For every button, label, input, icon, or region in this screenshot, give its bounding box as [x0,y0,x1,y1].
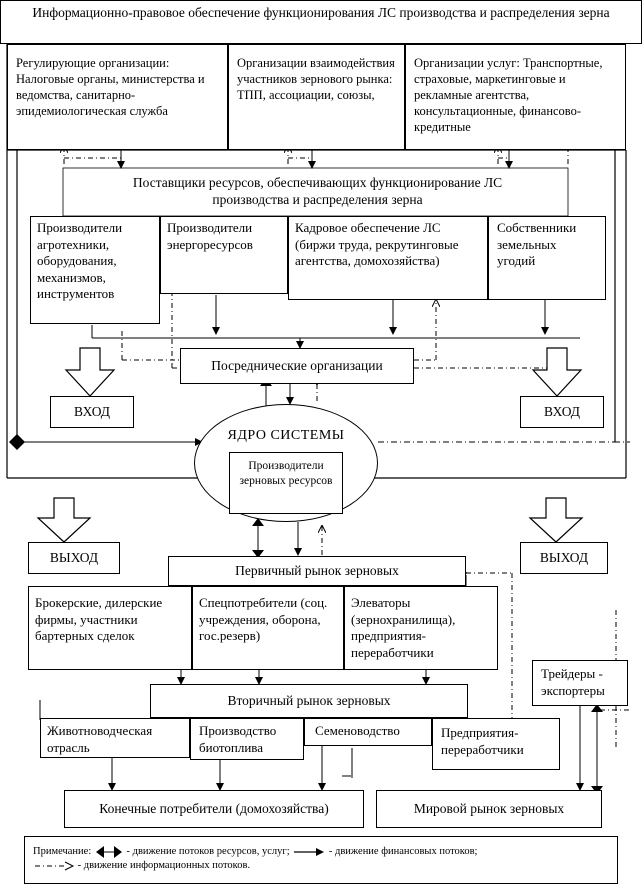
legend-note: Примечание: - движение потоков ресурсов,… [24,836,618,884]
legend-info: - движение информационных потоков. [77,860,251,871]
intermediaries-box: Посреднические организации [180,348,414,384]
finance-flow-icon [294,847,325,856]
output-arrow-right [528,497,584,543]
secondary-market-box: Вторичный рынок зерновых [150,684,468,718]
primary-brokers: Брокерские, дилерские фирмы, участники б… [28,586,192,670]
interaction-orgs-box: Организации взаимодействия участников зе… [228,44,405,150]
input-arrow-right [531,347,583,397]
legend-finance: - движение финансовых потоков; [328,846,478,857]
output-left-box: ВЫХОД [28,542,120,574]
output-arrow-left [36,497,92,543]
secondary-biofuel: Производство биотоплива [190,718,304,760]
input-right-box: ВХОД [520,396,604,428]
primary-market-box: Первичный рынок зерновых [168,556,466,586]
primary-elevators: Элеваторы (зернохранилища), предприятия-… [344,586,498,670]
supplier-agritech: Производители агротехники, оборудования,… [30,216,160,324]
supplier-energy: Производители энергоресурсов [160,216,288,294]
final-consumers-box: Конечные потребители (домохозяйства) [64,790,364,828]
title-box: Информационно-правовое обеспечение функц… [0,0,642,44]
service-orgs-box: Организации услуг: Транспортные, страхов… [405,44,626,150]
secondary-processors: Предприятия-переработчики [432,718,560,770]
primary-special-consumers: Спецпотребители (соц. учреждения, оборон… [192,586,344,670]
traders-exporters-box: Трейдеры - экспортеры [532,660,628,706]
suppliers-title: Поставщики ресурсов, обеспечивающих функ… [132,175,503,207]
secondary-seeds: Семеноводство [304,718,432,746]
secondary-livestock: Животноводческая отрасль [40,718,190,758]
input-arrow-left [64,347,116,397]
core-title: ЯДРО СИСТЕМЫ [227,428,345,443]
supplier-staffing: Кадровое обеспечение ЛС (биржи труда, ре… [288,216,488,300]
output-right-box: ВЫХОД [520,542,608,574]
info-flow-icon [35,861,75,871]
legend-prefix: Примечание: [33,846,92,857]
legend-resources: - движение потоков ресурсов, услуг; [126,846,290,857]
supplier-landowners: Собственники земельных угодий [488,216,606,300]
resource-flow-icon [95,845,122,858]
grain-producers-box: Производители зерновых ресурсов [229,452,343,514]
world-market-box: Мировой рынок зерновых [376,790,602,828]
input-left-box: ВХОД [50,396,134,428]
regulators-box: Регулирующие организации: Налоговые орга… [7,44,228,150]
